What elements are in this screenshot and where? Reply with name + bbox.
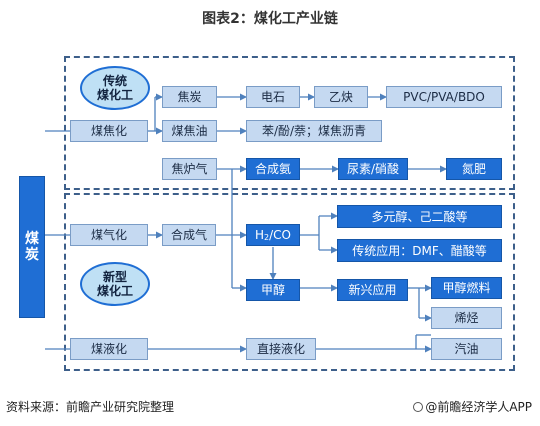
- coal-char-2: 炭: [25, 247, 39, 263]
- coke-gas-node: 焦炉气: [162, 158, 217, 180]
- brand-credit: @前瞻经济学人APP: [413, 398, 532, 415]
- gasoline-node: 汽油: [431, 338, 502, 360]
- coal-tar-node: 煤焦油: [162, 120, 217, 142]
- new-coal-chemical-region: [64, 193, 515, 371]
- emerging-application-node: 新兴应用: [337, 279, 408, 301]
- brand-text: @前瞻经济学人APP: [425, 400, 532, 414]
- traditional-label-line1: 传统: [102, 73, 127, 88]
- syngas-node: 合成气: [162, 224, 216, 246]
- traditional-label-line2: 煤化工: [96, 88, 133, 102]
- nitrogen-fertilizer-node: 氮肥: [446, 158, 502, 180]
- ammonia-node: 合成氨: [246, 158, 300, 180]
- traditional-coal-chemical-label: 传统 煤化工: [80, 66, 150, 110]
- new-label-line1: 新型: [102, 269, 127, 284]
- olefins-node: 烯烃: [431, 307, 502, 329]
- traditional-application-node: 传统应用：DMF、醋酸等: [337, 239, 502, 262]
- urea-nitric-acid-node: 尿素/硝酸: [338, 158, 408, 180]
- calcium-carbide-node: 电石: [246, 86, 300, 108]
- brand-logo-icon: [413, 401, 424, 412]
- polyols-node: 多元醇、己二酸等: [337, 205, 502, 228]
- pvc-node: PVC/PVA/BDO: [386, 86, 502, 108]
- new-label-line2: 煤化工: [96, 284, 133, 298]
- source-note: 资料来源：前瞻产业研究院整理: [6, 400, 175, 414]
- direct-liquefaction-node: 直接液化: [246, 338, 316, 360]
- coke-node: 焦炭: [162, 86, 217, 108]
- chart-title: 图表2：煤化工产业链: [202, 11, 338, 27]
- h2co-h: H: [255, 228, 265, 242]
- traditional-coal-chemical-region: [64, 56, 515, 190]
- acetylene-node: 乙炔: [314, 86, 368, 108]
- methanol-node: 甲醇: [246, 279, 300, 301]
- coking-node: 煤焦化: [70, 120, 148, 142]
- gasification-node: 煤气化: [70, 224, 148, 246]
- coal-char-1: 煤: [25, 230, 39, 247]
- h2co-subscript: 2: [264, 233, 270, 242]
- methanol-fuel-node: 甲醇燃料: [431, 277, 502, 299]
- h2co-tail: /CO: [269, 228, 291, 242]
- coal-node: 煤 炭: [19, 176, 45, 318]
- liquefaction-node: 煤液化: [70, 338, 148, 360]
- tar-products-node: 苯/酚/萘；煤焦沥青: [246, 120, 382, 142]
- new-coal-chemical-label: 新型 煤化工: [80, 262, 150, 306]
